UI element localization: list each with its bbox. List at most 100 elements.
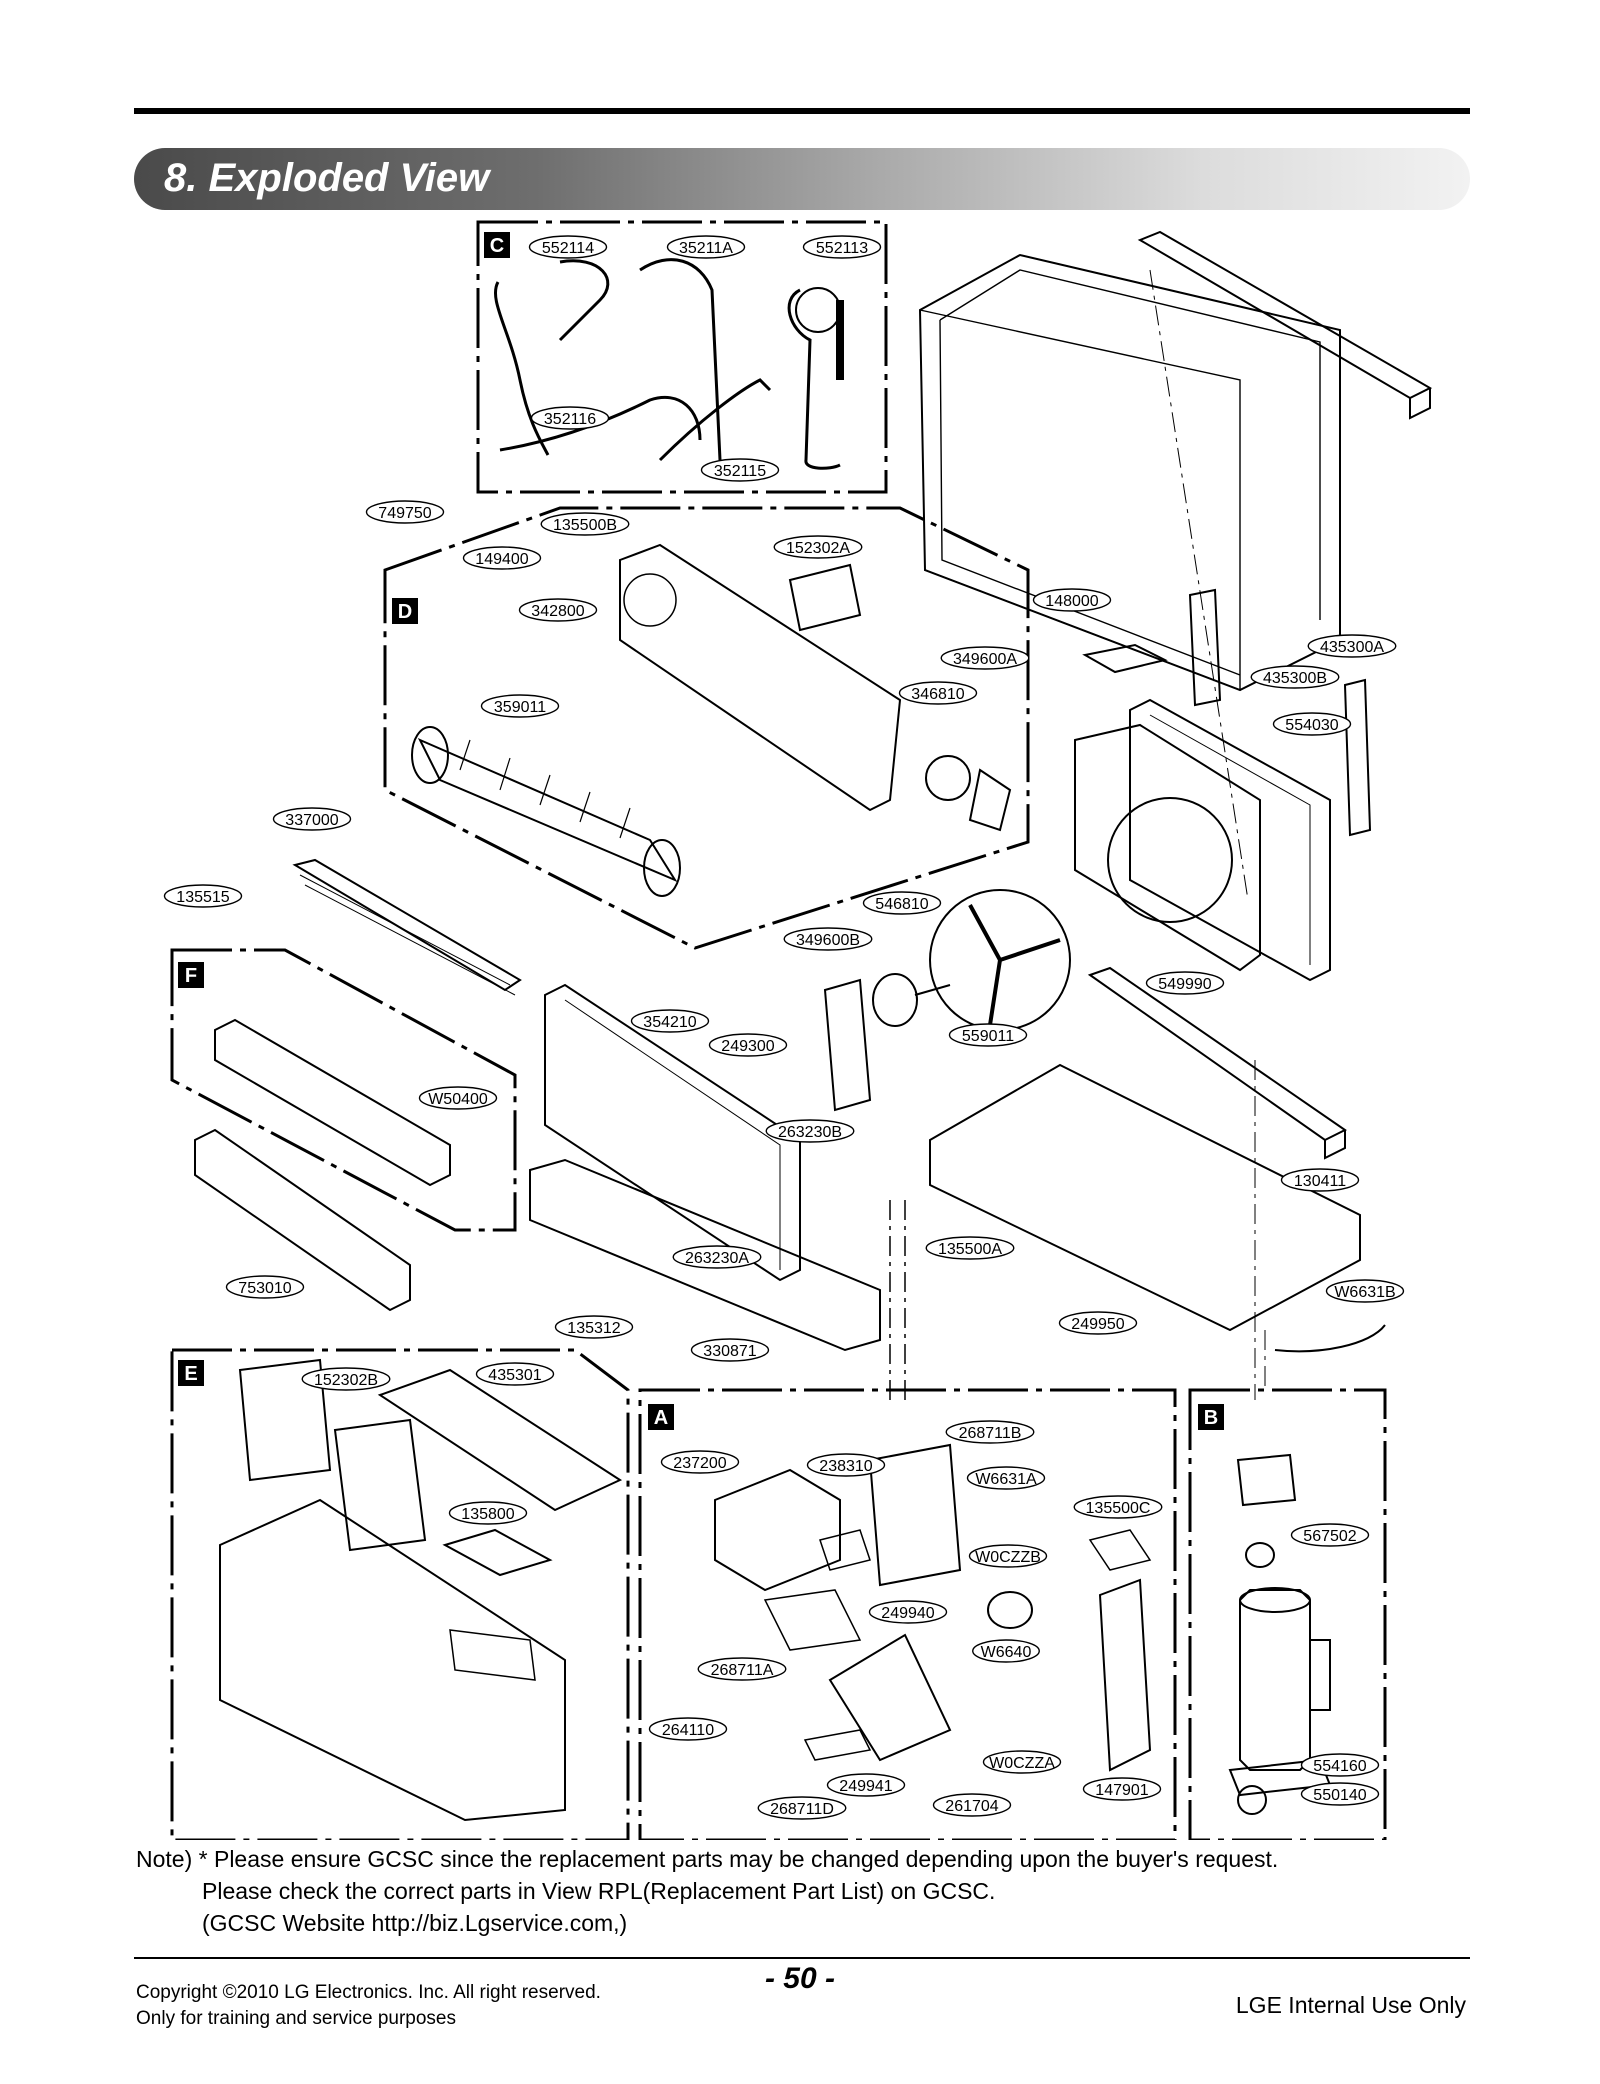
part-label-135500b: 135500B bbox=[540, 512, 630, 536]
section-letter-d: D bbox=[392, 598, 418, 624]
top-rule bbox=[134, 108, 1470, 114]
part-label-349600b: 349600B bbox=[783, 927, 873, 951]
section-letter-c: C bbox=[484, 232, 510, 258]
part-label-435300b: 435300B bbox=[1250, 665, 1340, 689]
page-number: - 50 - bbox=[764, 1962, 836, 1995]
part-label-148000: 148000 bbox=[1032, 588, 1112, 612]
svg-text:135500B: 135500B bbox=[553, 517, 617, 534]
svg-text:549990: 549990 bbox=[1158, 976, 1211, 993]
svg-text:268711B: 268711B bbox=[959, 1425, 1022, 1442]
svg-text:753010: 753010 bbox=[238, 1280, 291, 1297]
svg-text:238310: 238310 bbox=[819, 1458, 872, 1475]
part-label-w6631b: W6631B bbox=[1325, 1279, 1405, 1303]
part-label-567502: 567502 bbox=[1290, 1523, 1370, 1547]
part-label-342800: 342800 bbox=[518, 598, 598, 622]
part-label-264110: 264110 bbox=[648, 1717, 728, 1741]
svg-text:268711D: 268711D bbox=[770, 1801, 834, 1818]
svg-text:349600B: 349600B bbox=[796, 932, 860, 949]
svg-text:D: D bbox=[398, 601, 412, 623]
svg-text:147901: 147901 bbox=[1095, 1782, 1148, 1799]
svg-text:263230B: 263230B bbox=[778, 1124, 842, 1141]
part-label-753010: 753010 bbox=[225, 1275, 305, 1299]
part-label-552114: 552114 bbox=[528, 235, 608, 259]
part-label-237200: 237200 bbox=[660, 1450, 740, 1474]
part-label-337000: 337000 bbox=[272, 807, 352, 831]
svg-text:264110: 264110 bbox=[662, 1722, 714, 1739]
part-label-w6640: W6640 bbox=[972, 1639, 1040, 1663]
svg-text:A: A bbox=[654, 1407, 668, 1429]
svg-text:135312: 135312 bbox=[567, 1320, 620, 1337]
svg-text:35211A: 35211A bbox=[679, 240, 733, 257]
svg-text:337000: 337000 bbox=[285, 812, 338, 829]
svg-text:152302B: 152302B bbox=[314, 1372, 378, 1389]
section-letter-f: F bbox=[178, 962, 204, 988]
part-label-554030: 554030 bbox=[1272, 712, 1352, 736]
part-label-559011: 559011 bbox=[948, 1023, 1028, 1047]
section-letter-b: B bbox=[1198, 1404, 1224, 1430]
svg-text:149400: 149400 bbox=[475, 551, 528, 568]
section-title: 8. Exploded View bbox=[164, 156, 490, 200]
svg-text:130411: 130411 bbox=[1294, 1173, 1346, 1190]
part-label-268711d: 268711D bbox=[757, 1796, 847, 1820]
part-label-w50400: W50400 bbox=[418, 1086, 498, 1110]
svg-text:B: B bbox=[1204, 1407, 1218, 1429]
part-label-352115: 352115 bbox=[700, 458, 780, 482]
svg-text:W6631A: W6631A bbox=[975, 1471, 1037, 1488]
svg-text:135800: 135800 bbox=[461, 1506, 514, 1523]
svg-text:359011: 359011 bbox=[494, 699, 546, 716]
part-label-330871: 330871 bbox=[690, 1338, 770, 1362]
svg-text:W0CZZB: W0CZZB bbox=[975, 1549, 1041, 1566]
part-label-554160: 554160 bbox=[1300, 1753, 1380, 1777]
section-letter-a: A bbox=[648, 1404, 674, 1430]
section-banner: 8. Exploded View bbox=[134, 148, 1470, 210]
svg-text:W0CZZA: W0CZZA bbox=[989, 1755, 1055, 1772]
svg-text:261704: 261704 bbox=[945, 1798, 998, 1815]
svg-text:559011: 559011 bbox=[962, 1028, 1014, 1045]
svg-text:330871: 330871 bbox=[703, 1343, 756, 1360]
note-line-2: Please check the correct parts in View R… bbox=[202, 1878, 996, 1904]
part-label-249940: 249940 bbox=[868, 1600, 948, 1624]
part-label-135800: 135800 bbox=[448, 1501, 528, 1525]
svg-text:352116: 352116 bbox=[544, 411, 596, 428]
svg-text:249950: 249950 bbox=[1071, 1316, 1124, 1333]
part-label-349600a: 349600A bbox=[940, 646, 1030, 670]
part-label-268711a: 268711A bbox=[697, 1657, 787, 1681]
svg-text:349600A: 349600A bbox=[953, 651, 1017, 668]
svg-text:135500C: 135500C bbox=[1086, 1500, 1151, 1517]
svg-text:435301: 435301 bbox=[488, 1367, 541, 1384]
svg-text:249941: 249941 bbox=[839, 1778, 892, 1795]
part-label-152302b: 152302B bbox=[301, 1367, 391, 1391]
svg-text:F: F bbox=[185, 965, 197, 987]
svg-text:135515: 135515 bbox=[176, 889, 229, 906]
svg-text:567502: 567502 bbox=[1303, 1528, 1356, 1545]
svg-text:749750: 749750 bbox=[378, 505, 431, 522]
part-label-152302a: 152302A bbox=[773, 535, 863, 559]
svg-text:E: E bbox=[184, 1363, 197, 1385]
part-label-w0czzb: W0CZZB bbox=[968, 1544, 1048, 1568]
internal-use-text: LGE Internal Use Only bbox=[1235, 1992, 1466, 2018]
footer-rule bbox=[134, 1957, 1470, 1959]
svg-text:263230A: 263230A bbox=[685, 1250, 749, 1267]
note-line-3: (GCSC Website http://biz.Lgservice.com,) bbox=[202, 1910, 628, 1936]
svg-text:435300B: 435300B bbox=[1263, 670, 1327, 687]
part-label-135500c: 135500C bbox=[1073, 1495, 1163, 1519]
svg-text:W50400: W50400 bbox=[428, 1091, 488, 1108]
part-label-263230b: 263230B bbox=[765, 1119, 855, 1143]
svg-text:249940: 249940 bbox=[881, 1605, 934, 1622]
section-letter-e: E bbox=[178, 1360, 204, 1386]
svg-text:435300A: 435300A bbox=[1320, 639, 1384, 656]
part-label-w6631a: W6631A bbox=[966, 1466, 1046, 1490]
part-label-749750: 749750 bbox=[365, 500, 445, 524]
part-label-268711b: 268711B bbox=[945, 1420, 1035, 1444]
svg-text:554030: 554030 bbox=[1285, 717, 1338, 734]
svg-text:352115: 352115 bbox=[714, 463, 766, 480]
part-label-35211a: 35211A bbox=[666, 235, 746, 259]
part-label-238310: 238310 bbox=[806, 1453, 886, 1477]
svg-text:W6640: W6640 bbox=[981, 1644, 1032, 1661]
part-label-261704: 261704 bbox=[932, 1793, 1012, 1817]
part-label-549990: 549990 bbox=[1145, 971, 1225, 995]
svg-text:C: C bbox=[490, 235, 504, 257]
part-label-546810: 546810 bbox=[862, 891, 942, 915]
part-label-149400: 149400 bbox=[462, 546, 542, 570]
